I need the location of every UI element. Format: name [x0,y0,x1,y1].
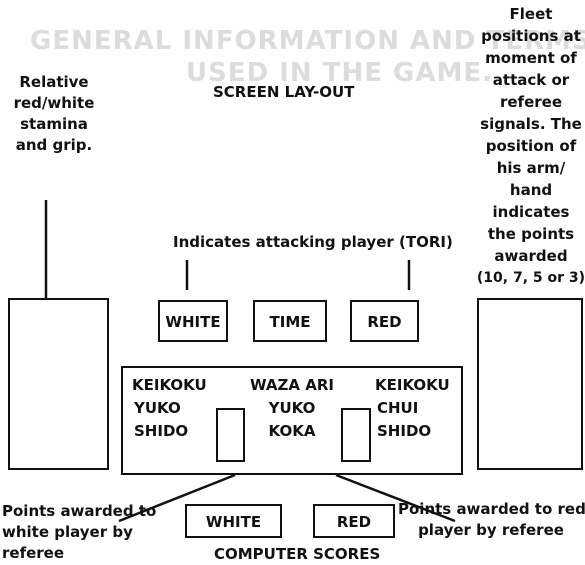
stamina-grip-panel [8,298,109,470]
annotation-computer-scores: COMPUTER SCORES [214,545,381,563]
red-shido-label: SHIDO [377,422,432,440]
annotation-fleet-line-5: referee [499,93,562,111]
attacker-white-box: WHITE [158,300,228,342]
annotation-fleet-line-3: moment of [485,49,577,67]
fleet-position-panel [477,298,583,470]
annotation-white-points-line-2: white player by [2,523,133,541]
annotation-fleet-line-10: indicates [492,203,570,221]
annotation-red-points-line-1: Points awarded to red [398,500,585,518]
annotation-fleet-line-6: signals. The [480,115,582,133]
white-referee-points-box [216,408,245,462]
annotation-fleet-line-9: hand [509,181,553,199]
attacker-red-label: RED [367,313,402,331]
annotation-red-points: Points awarded to red player by referee [398,499,585,541]
center-yuko-label: YUKO [268,399,316,417]
annotation-attacking-player: Indicates attacking player (TORI) [173,233,453,251]
line-white-points [118,473,236,523]
annotation-stamina-line-2: red/white [13,94,95,112]
white-keikoku-label: KEIKOKU [132,376,207,394]
computer-score-red-box: RED [313,504,395,538]
annotation-fleet-line-13: (10, 7, 5 or 3) [476,270,585,286]
annotation-fleet-positions: Fleet positions at moment of attack or r… [476,3,585,289]
annotation-fleet-line-7: position of [485,137,577,155]
white-shido-label: SHIDO [134,422,189,440]
heading-screen-layout: SCREEN LAY-OUT [213,83,355,101]
waza-ari-label: WAZA ARI [250,376,334,394]
time-label: TIME [269,313,311,331]
annotation-fleet-line-2: positions at [481,27,581,45]
computer-score-white-box: WHITE [185,504,282,538]
annotation-stamina-line-1: Relative [19,73,89,91]
annotation-fleet-line-1: Fleet [509,5,553,23]
red-chui-label: CHUI [377,399,419,417]
koka-label: KOKA [268,422,316,440]
computer-score-red-label: RED [336,513,372,531]
annotation-fleet-line-12: awarded [494,247,568,265]
red-keikoku-label: KEIKOKU [375,376,450,394]
annotation-fleet-line-4: attack or [492,71,570,89]
attacker-white-label: WHITE [165,313,221,331]
line-red-points [335,473,456,523]
annotation-stamina-line-4: and grip. [15,136,93,154]
white-penalties: KEIKOKU YUKO SHIDO [132,374,207,443]
time-box: TIME [253,300,327,342]
annotation-white-points-line-1: Points awarded to [2,502,157,520]
annotation-white-points: Points awarded to white player by refere… [2,501,156,564]
white-yuko-label: YUKO [134,399,181,417]
computer-score-white-label: WHITE [205,513,262,531]
red-penalties: KEIKOKU CHUI SHIDO [375,374,450,443]
attacker-red-box: RED [350,300,419,342]
center-scores: WAZA ARI YUKO KOKA [243,374,341,443]
annotation-red-points-line-2: player by referee [418,521,564,539]
annotation-fleet-line-11: the points [487,225,575,243]
scoreboard-panel: KEIKOKU YUKO SHIDO WAZA ARI YUKO KOKA KE… [121,366,463,475]
red-referee-points-box [341,408,371,462]
annotation-white-points-line-3: referee [2,544,65,562]
annotation-stamina-line-3: stamina [20,115,88,133]
annotation-stamina: Relative red/white stamina and grip. [6,72,102,156]
annotation-fleet-line-8: his arm/ [496,159,566,177]
